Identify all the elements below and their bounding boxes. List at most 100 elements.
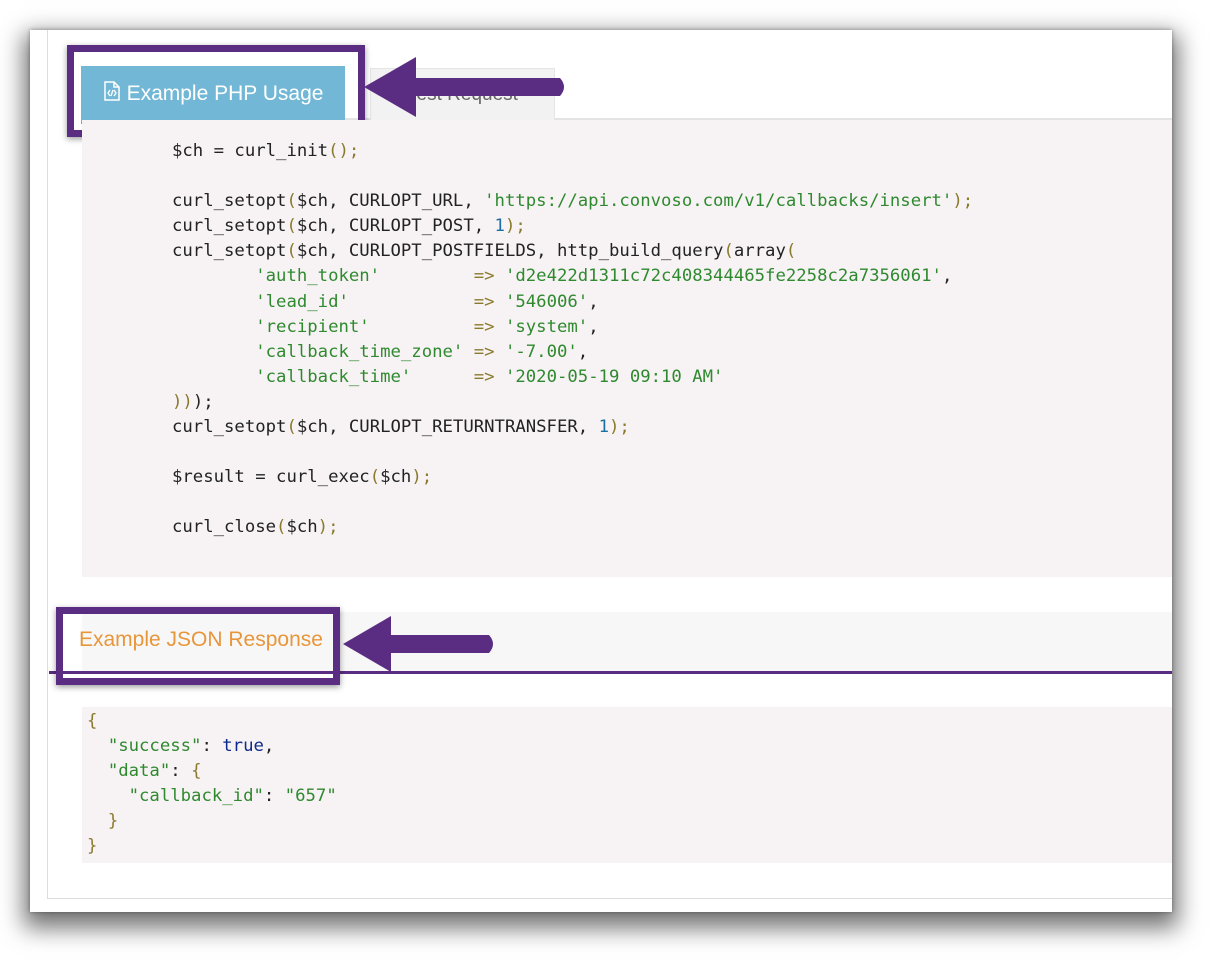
code-token: ( <box>369 467 381 488</box>
code-token <box>380 266 474 286</box>
code-token: '2020-05-19 09:10 AM' <box>504 366 724 387</box>
code-line: ))); <box>172 390 973 415</box>
screenshot-frame: Test Request Example PHP Usage $ch = cur… <box>30 30 1172 912</box>
code-token: , <box>577 341 589 362</box>
code-token <box>172 342 255 362</box>
code-token <box>495 317 505 337</box>
code-line: $ch = curl_init(); <box>172 139 973 164</box>
code-token: => <box>473 316 495 337</box>
code-token: ( <box>785 241 797 262</box>
code-token: true <box>222 735 264 756</box>
php-code: $ch = curl_init(); curl_setopt($ch, CURL… <box>172 139 973 541</box>
code-token <box>87 736 108 756</box>
code-line: "success": true, <box>87 734 337 759</box>
json-code-block: { "success": true, "data": { "callback_i… <box>82 707 1172 863</box>
code-token: array <box>733 241 786 262</box>
code-token <box>87 761 108 781</box>
code-token: (); <box>328 141 360 161</box>
code-line: curl_setopt($ch, CURLOPT_RETURNTRANSFER,… <box>172 415 973 440</box>
code-token: 'auth_token' <box>255 266 381 287</box>
code-token: ( <box>286 417 297 438</box>
code-token: , <box>263 735 275 756</box>
code-line: curl_close($ch); <box>172 515 973 540</box>
json-section-title: Example JSON Response <box>79 628 323 651</box>
code-token: $result = curl_exec <box>172 467 370 488</box>
code-token: => <box>473 341 495 362</box>
code-token: : <box>170 760 192 781</box>
code-line: 'recipient' => 'system', <box>172 315 973 340</box>
code-token: 'lead_id' <box>255 291 349 312</box>
code-token: $ch, CURLOPT_POST, <box>296 216 495 237</box>
code-line: 'callback_time' => '2020-05-19 09:10 AM' <box>172 365 973 390</box>
code-token: ); <box>411 467 433 488</box>
code-token: => <box>473 266 495 287</box>
code-token: ( <box>286 191 297 212</box>
code-token <box>495 292 505 312</box>
code-token: curl_setopt <box>172 216 287 237</box>
code-token <box>463 342 473 362</box>
code-token: $ch = curl_init <box>172 141 329 161</box>
code-token <box>411 367 473 387</box>
code-token: } <box>87 835 98 856</box>
code-token <box>172 317 255 337</box>
code-token: ( <box>286 216 297 237</box>
code-line: 'callback_time_zone' => '-7.00', <box>172 340 973 365</box>
code-token: )) <box>172 391 193 412</box>
code-token: "657" <box>284 785 337 806</box>
code-token: curl_setopt <box>172 417 287 438</box>
code-token: ); <box>192 391 214 412</box>
code-token <box>370 317 474 337</box>
code-token: $ch, CURLOPT_RETURNTRANSFER, <box>296 417 599 438</box>
code-line: 'lead_id' => '546006', <box>172 290 973 315</box>
code-token: , <box>941 266 953 287</box>
code-token: => <box>473 366 495 387</box>
code-token: : <box>263 785 285 806</box>
code-line: curl_setopt($ch, CURLOPT_URL, 'https://a… <box>172 189 973 214</box>
code-token: curl_close <box>172 517 277 538</box>
code-token: $ch, CURLOPT_POSTFIELDS, http_build_quer… <box>296 241 724 262</box>
code-token: , <box>588 316 599 337</box>
code-token <box>172 266 255 286</box>
code-line <box>172 164 973 189</box>
code-line: "callback_id": "657" <box>87 784 337 809</box>
code-line: } <box>87 809 337 834</box>
code-token: ); <box>504 216 526 237</box>
code-token: $ch <box>286 517 318 538</box>
code-token: 'callback_time_zone' <box>255 341 464 362</box>
code-token: , <box>588 291 599 312</box>
code-token: } <box>107 810 119 831</box>
annotation-highlight-box <box>56 607 340 685</box>
code-token: $ch <box>380 467 412 488</box>
code-line: 'auth_token' => 'd2e422d1311c72c40834446… <box>172 264 973 289</box>
json-code: { "success": true, "data": { "callback_i… <box>87 709 337 858</box>
code-line: { <box>87 709 337 734</box>
file-code-icon <box>103 81 121 107</box>
code-token: 'https://api.convoso.com/v1/callbacks/in… <box>484 191 953 212</box>
code-line: curl_setopt($ch, CURLOPT_POSTFIELDS, htt… <box>172 239 973 264</box>
code-line <box>172 490 973 515</box>
code-token: ); <box>317 517 339 538</box>
code-token: : <box>201 735 223 756</box>
panel-border <box>47 30 1172 899</box>
php-code-block: $ch = curl_init(); curl_setopt($ch, CURL… <box>82 120 1172 577</box>
code-token: '546006' <box>504 291 589 312</box>
code-token: 'd2e422d1311c72c408344465fe2258c2a735606… <box>504 266 942 287</box>
tab-bar-divider <box>82 118 1172 120</box>
annotation-arrow-icon <box>364 57 564 117</box>
code-token: ( <box>723 241 734 262</box>
code-token: => <box>473 291 495 312</box>
code-line: curl_setopt($ch, CURLOPT_POST, 1); <box>172 214 973 239</box>
code-token <box>172 367 255 387</box>
json-section-header <box>82 612 1172 672</box>
code-token: { <box>87 711 98 731</box>
code-line: "data": { <box>87 759 337 784</box>
code-token <box>495 266 505 286</box>
code-token: 'recipient' <box>255 316 370 337</box>
code-token <box>87 786 129 806</box>
code-token: curl_setopt <box>172 191 287 212</box>
code-token <box>495 367 505 387</box>
code-token <box>349 292 474 312</box>
code-token: { <box>191 760 202 781</box>
code-token: "success" <box>107 735 202 756</box>
code-token: "callback_id" <box>128 785 264 806</box>
